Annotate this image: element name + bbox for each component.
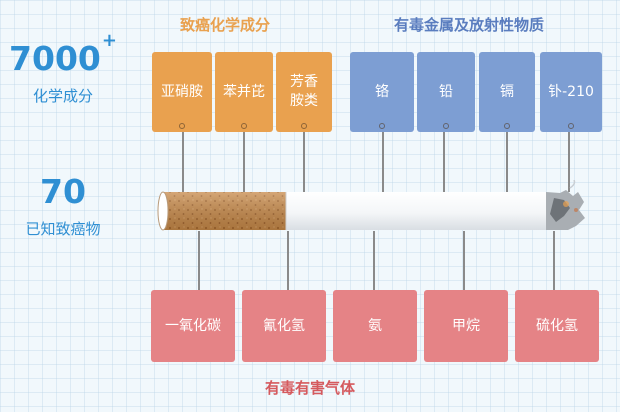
carcinogens-stat: 70 已知致癌物 [4, 175, 122, 239]
card-label: 氨 [368, 317, 382, 334]
card-dot [179, 123, 185, 129]
carcinogens-count: 70 [40, 172, 86, 211]
plus-sign: + [101, 30, 117, 51]
carcinogen-card-nitrosamine: 亚硝胺 [152, 52, 212, 132]
ingredients-stat: 7000+ 化学成分 [4, 32, 122, 106]
connector-line [243, 128, 245, 192]
card-dot [379, 123, 385, 129]
card-dot [241, 123, 247, 129]
cigarette-paper [285, 192, 546, 230]
connector-line [287, 231, 289, 293]
metal-section-title: 有毒金属及放射性物质 [394, 16, 545, 34]
connector-line [463, 231, 465, 293]
card-label: 一氧化碳 [165, 317, 221, 334]
cigarette-filter [157, 191, 286, 231]
card-label: 铬 [375, 83, 389, 100]
card-label: 甲烷 [452, 317, 480, 334]
gas-card-carbon-monoxide: 一氧化碳 [151, 290, 235, 362]
metal-card-cadmium: 镉 [479, 52, 535, 132]
card-label: 硫化氢 [536, 317, 578, 334]
connector-line [506, 128, 508, 192]
carcinogen-card-benzopyrene: 苯并芘 [215, 52, 273, 132]
connector-line [568, 128, 570, 192]
connector-line [382, 128, 384, 192]
card-dot [568, 123, 574, 129]
gas-card-hydrogen-sulfide: 硫化氢 [515, 290, 599, 362]
card-label: 氰化氢 [263, 317, 305, 334]
card-label: 苯并芘 [223, 83, 265, 100]
connector-line [303, 128, 305, 192]
card-label: 镉 [500, 83, 514, 100]
connector-line [198, 231, 200, 293]
card-label: 芳香胺类 [290, 74, 318, 109]
carcinogens-label: 已知致癌物 [25, 220, 101, 238]
gas-card-hydrogen-cyanide: 氰化氢 [242, 290, 326, 362]
cigarette-ash [546, 180, 585, 230]
card-label: 铅 [439, 83, 453, 100]
metal-card-chromium: 铬 [350, 52, 414, 132]
connector-line [182, 128, 184, 192]
gas-card-ammonia: 氨 [333, 290, 417, 362]
ingredients-label: 化学成分 [32, 87, 93, 105]
ingredients-count: 7000+ [4, 32, 122, 78]
metal-card-lead: 铅 [417, 52, 475, 132]
carcinogen-section-title: 致癌化学成分 [180, 16, 271, 34]
ingredients-number: 7000 [9, 39, 101, 78]
card-dot [504, 123, 510, 129]
card-dot [443, 123, 449, 129]
cigarette-illustration [157, 180, 585, 231]
card-dot [301, 123, 307, 129]
connector-line [553, 231, 555, 293]
connector-line [373, 231, 375, 293]
card-label: 亚硝胺 [161, 83, 203, 100]
gas-section-title: 有毒有害气体 [264, 379, 355, 397]
metal-card-polonium: 钋-210 [540, 52, 602, 132]
carcinogen-card-aromatic-amines: 芳香胺类 [276, 52, 332, 132]
connector-line [443, 128, 445, 192]
gas-card-methane: 甲烷 [424, 290, 508, 362]
card-label: 钋-210 [548, 83, 594, 100]
